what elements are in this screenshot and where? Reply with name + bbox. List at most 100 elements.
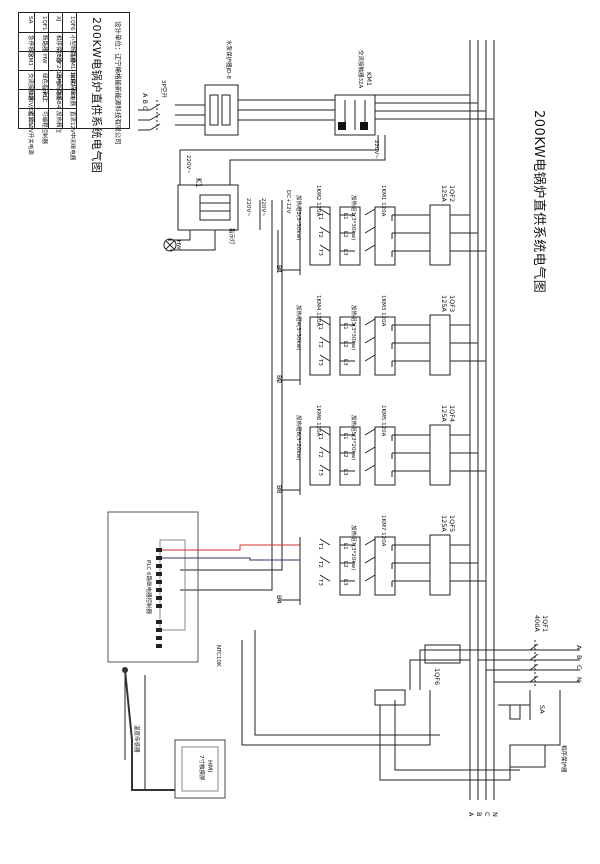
contactor-label: 1KM4 120A: [315, 295, 321, 327]
heater-label: 加热组1(3*30kw): [350, 195, 356, 241]
switch-contact: [319, 556, 331, 564]
bus-b-label: B3: [275, 485, 283, 494]
switch-contact: [319, 244, 331, 252]
legend-cell: 加热档位: [55, 111, 61, 134]
contactor-label: 1KM3 120A: [380, 295, 386, 327]
terminal-label: L2: [342, 561, 348, 568]
km1-name: KM1: [365, 72, 373, 87]
legend-divider: [19, 108, 77, 109]
switch-contact: [364, 226, 376, 234]
terminal-label: T1: [317, 543, 323, 550]
terminal-label: T2: [317, 341, 323, 348]
breaker-rating: 125A: [440, 295, 448, 312]
voltage-label: 220V~: [373, 140, 379, 159]
legend-cell: B1-B4: [55, 92, 61, 109]
heater-label: 加热组4(3*30kw): [295, 305, 301, 351]
terminal-label: L3: [342, 359, 348, 366]
breaker-1qf3: [429, 314, 451, 376]
breaker-rating: 125A: [440, 515, 448, 532]
heater-label: 加热组6(3*20kw): [295, 415, 301, 461]
plc-label: PLC 6路继电器控制器: [145, 560, 151, 614]
contactor-0-a: [374, 206, 396, 266]
contactor-2-b: [309, 426, 331, 486]
terminal-label: L3: [342, 469, 348, 476]
hmi-name: HMI: [206, 760, 214, 773]
switch-contact: [364, 318, 376, 326]
switch-contact: [364, 556, 376, 564]
switch-contact: [319, 208, 331, 216]
legend-divider: [19, 70, 77, 71]
bus-b-label: B2: [275, 375, 283, 384]
legend-cell: SA: [27, 16, 33, 24]
switch-contact: [319, 428, 331, 436]
main-breaker-contact: [529, 675, 539, 683]
legend-cell: K1: [69, 92, 75, 100]
legend-cell: 直流12V中间继电器: [69, 111, 75, 161]
terminal-label: T3: [317, 249, 323, 256]
diagram-title: 200KW电锅炉直供系统电气图: [531, 110, 546, 294]
terminal-label: L1: [342, 213, 348, 220]
terminal-label: L1: [342, 323, 348, 330]
legend-cell: 断路器: [41, 35, 47, 52]
breaker-1qf6-label: 1QF6: [433, 668, 441, 686]
legend-cell: 可编程控制器: [41, 111, 47, 145]
switch-contact: [364, 428, 376, 436]
switch-contact: [319, 226, 331, 234]
3p-switch-label: 3P空开: [160, 80, 166, 98]
hmi-screen: [174, 739, 226, 799]
legend-cell: 直流12V开关电源: [27, 111, 33, 155]
voltage-label: 220V~: [185, 155, 191, 174]
switch-contact: [319, 354, 331, 362]
main-breaker-contact: [529, 643, 539, 651]
heater-label: 加热组3(3*30kw): [350, 305, 356, 351]
contactor-label: 1KM1 120A: [380, 185, 386, 217]
breaker-1qf5: [429, 534, 451, 596]
legend-divider: [19, 89, 77, 90]
contactor-label: 1KM7 120A: [380, 515, 386, 547]
sensor-label: NTC10K: [215, 645, 221, 667]
sa-label: SA: [538, 705, 546, 714]
terminal-label: L3: [342, 579, 348, 586]
voltage-label: 220V~: [260, 198, 266, 217]
contactor-label: 1KM6 120A: [315, 405, 321, 437]
indicator-name: HW: [175, 240, 181, 250]
legend-designer: 设计单位：辽宁稀格能新能源科技有限公司: [114, 21, 122, 145]
bus-label: A: [575, 645, 583, 650]
switch-contact: [319, 318, 331, 326]
voltage-label: 220V~: [245, 198, 251, 217]
terminal-label: T2: [317, 231, 323, 238]
bus-label: A: [467, 812, 475, 817]
relay-k1: [177, 184, 239, 231]
indicator-desc: 指示灯: [228, 228, 234, 245]
legend-cell: XJ: [55, 16, 61, 22]
terminal-label: T2: [317, 451, 323, 458]
switch-contact: [364, 354, 376, 362]
k1-label: K1: [194, 178, 203, 188]
contactor-label: 1KM2 120A: [315, 185, 321, 217]
switch-contact: [364, 446, 376, 454]
heater-label: 加热组5(3*20kw): [350, 415, 356, 461]
legend-cell: HW: [41, 54, 47, 64]
bus-b-label: B1: [275, 265, 283, 274]
main-breaker-name: 1QF1: [541, 615, 549, 633]
bus-label: C: [575, 665, 583, 670]
legend-cell: KM1: [27, 54, 33, 66]
terminal-label: T2: [317, 561, 323, 568]
phase-guard-label: 相序保护器: [560, 745, 566, 773]
bus-b-label: B4: [275, 595, 283, 604]
breaker-label: 1QF2: [448, 185, 456, 203]
breaker-rating: 125A: [440, 405, 448, 422]
switch-contact: [364, 336, 376, 344]
legend-divider: [19, 51, 77, 52]
legend-cell: 1QF1: [41, 16, 47, 31]
breaker-1qf6: [424, 644, 461, 664]
heater-block: [339, 206, 361, 266]
bus-label: C: [483, 812, 491, 817]
bus-label: N: [575, 677, 583, 682]
contactor-km1: [334, 94, 376, 136]
switch-contact: [364, 244, 376, 252]
breaker-rating: 125A: [440, 185, 448, 202]
switch-contact: [319, 446, 331, 454]
